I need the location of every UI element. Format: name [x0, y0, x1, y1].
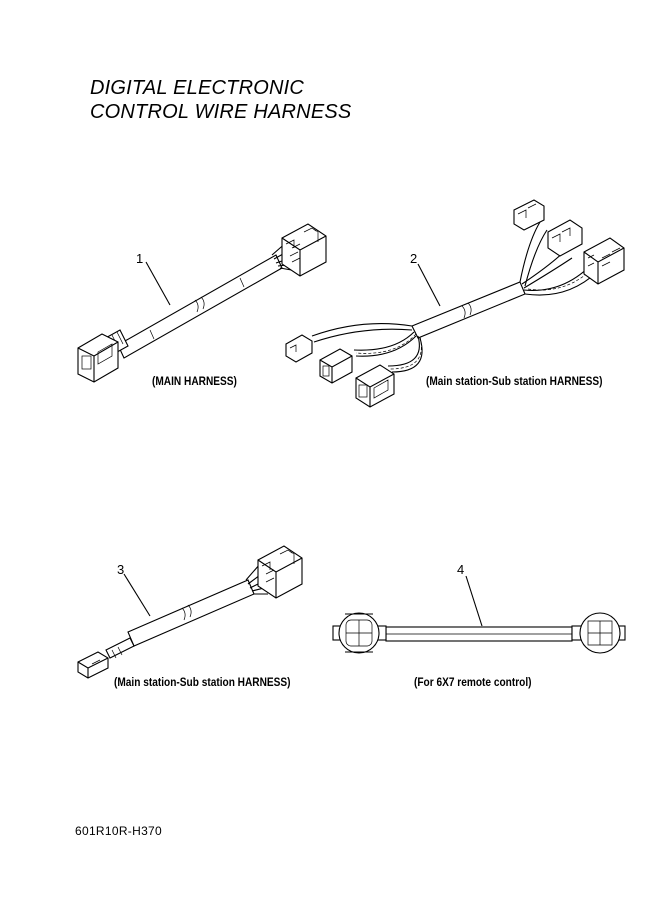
caption-main-sub-station-harness-3: (Main station-Sub station HARNESS): [114, 677, 291, 689]
main-harness-drawing: [77, 223, 327, 383]
caption-main-sub-station-harness-2: (Main station-Sub station HARNESS): [426, 376, 603, 388]
title-line-1: DIGITAL ELECTRONIC: [90, 77, 305, 99]
diagram-title: DIGITAL ELECTRONIC CONTROL WIRE HARNESS: [90, 76, 351, 124]
caption-remote-control: (For 6X7 remote control): [414, 677, 532, 689]
leader-line-2: [417, 263, 441, 307]
main-sub-station-harness-drawing: [285, 199, 625, 408]
drawing-code: 601R10R-H370: [75, 824, 162, 838]
part-number-4: 4: [457, 562, 465, 577]
caption-main-harness: (MAIN HARNESS): [152, 376, 237, 388]
title-line-2: CONTROL WIRE HARNESS: [90, 101, 352, 123]
leader-line-1: [145, 261, 171, 306]
part-number-1: 1: [136, 251, 144, 266]
leader-line-3: [123, 573, 151, 617]
part-number-2: 2: [410, 251, 418, 266]
sub-station-harness-drawing: [77, 545, 303, 679]
leader-line-4: [465, 575, 483, 627]
part-number-3: 3: [117, 562, 125, 577]
remote-control-harness-drawing: [332, 612, 626, 654]
